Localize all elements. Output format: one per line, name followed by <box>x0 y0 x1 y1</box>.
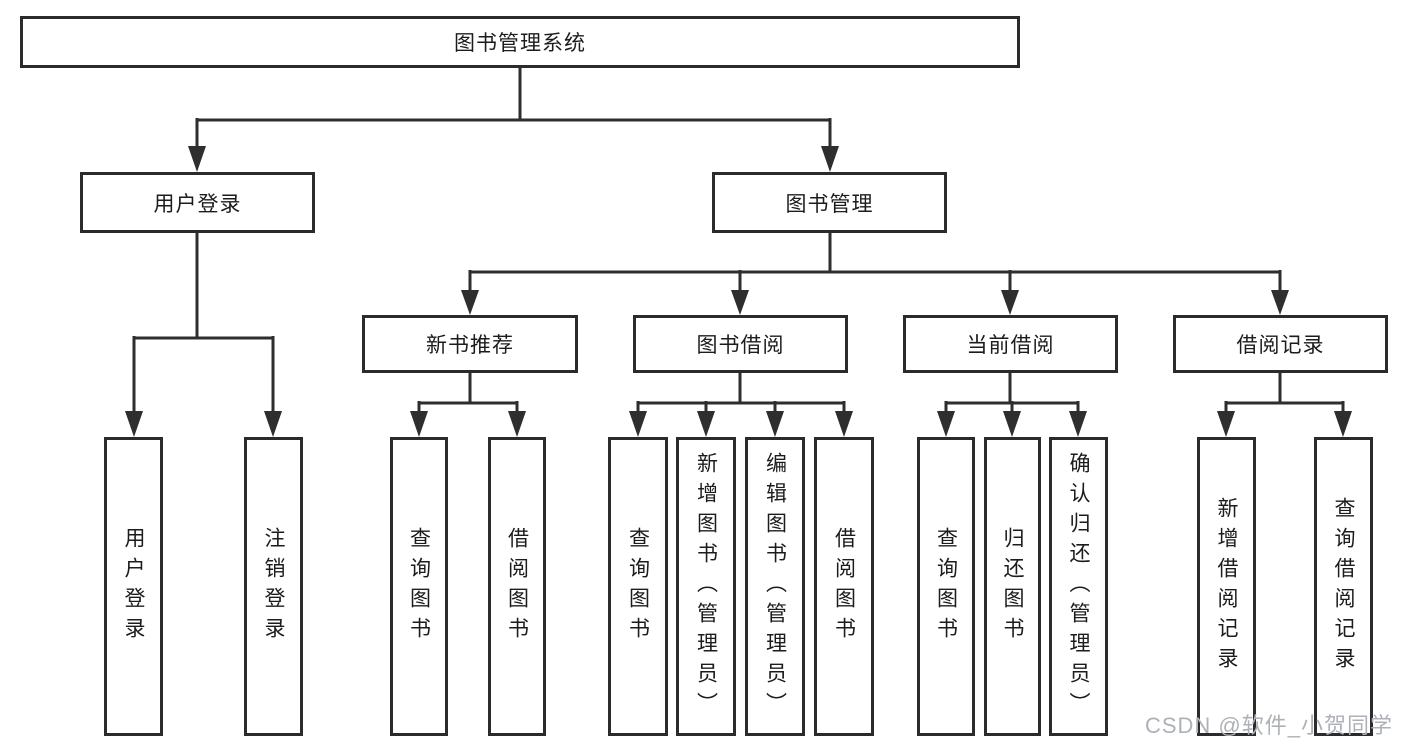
node-borrow-record: 借阅记录 <box>1173 315 1388 373</box>
arrow-down-icon <box>1217 411 1235 437</box>
connector-current-borrow-subtree <box>944 373 1080 412</box>
arrow-down-icon <box>835 411 853 437</box>
leaf-label: 新增图书（管理员） <box>694 451 718 722</box>
leaf-query-book-borrow: 查询图书 <box>608 437 668 736</box>
leaf-borrow-book-recommend: 借阅图书 <box>488 437 546 736</box>
arrow-down-icon <box>264 411 282 437</box>
arrow-down-icon <box>1003 411 1021 437</box>
leaf-user-login: 用户登录 <box>104 437 163 736</box>
leaf-label: 用户登录 <box>122 526 145 647</box>
leaf-label: 编辑图书（管理员） <box>763 451 787 722</box>
arrowheads-new-book <box>410 411 526 437</box>
arrow-down-icon <box>731 290 749 315</box>
arrowheads-level1 <box>188 146 839 172</box>
connector-new-book-subtree <box>417 373 519 412</box>
node-borrow-record-label: 借阅记录 <box>1236 334 1325 357</box>
arrow-down-icon <box>125 411 143 437</box>
leaf-query-borrow-record: 查询借阅记录 <box>1314 437 1373 736</box>
leaf-logout: 注销登录 <box>244 437 303 736</box>
arrow-down-icon <box>188 146 206 172</box>
arrowheads-current-borrow <box>937 411 1087 437</box>
connector-book-borrow-subtree <box>636 373 846 412</box>
leaf-label: 确认归还（管理员） <box>1067 451 1090 722</box>
leaf-query-book-recommend: 查询图书 <box>390 437 448 736</box>
node-user-login-label: 用户登录 <box>153 192 242 216</box>
node-current-borrow-label: 当前借阅 <box>966 334 1055 357</box>
leaf-label: 归还图书 <box>1001 526 1024 647</box>
leaf-confirm-return-admin: 确认归还（管理员） <box>1049 437 1108 736</box>
arrow-down-icon <box>937 411 955 437</box>
node-user-login: 用户登录 <box>80 172 315 233</box>
arrowheads-book-borrow <box>629 411 853 437</box>
node-book-borrow-label: 图书借阅 <box>696 334 785 357</box>
leaf-add-book-admin: 新增图书（管理员） <box>676 437 736 736</box>
leaf-label: 借阅图书 <box>505 526 529 647</box>
leaf-query-book-current: 查询图书 <box>917 437 975 736</box>
node-current-borrow: 当前借阅 <box>903 315 1118 373</box>
leaf-borrow-book: 借阅图书 <box>814 437 874 736</box>
leaf-return-book: 归还图书 <box>984 437 1041 736</box>
arrow-down-icon <box>629 411 647 437</box>
arrow-down-icon <box>410 411 428 437</box>
node-new-book-recommend: 新书推荐 <box>362 315 578 373</box>
leaf-label: 查询图书 <box>626 526 650 647</box>
arrowheads-level2 <box>461 290 1289 315</box>
leaf-label: 注销登录 <box>262 526 285 647</box>
leaf-label: 查询借阅记录 <box>1332 496 1355 677</box>
arrowheads-borrow-record <box>1217 411 1352 437</box>
connector-user-login-subtree <box>132 233 275 412</box>
arrow-down-icon <box>1334 411 1352 437</box>
node-new-book-recommend-label: 新书推荐 <box>426 334 514 357</box>
arrowheads-user-login <box>125 411 282 437</box>
arrow-down-icon <box>821 146 839 172</box>
node-book-borrow: 图书借阅 <box>633 315 848 373</box>
arrow-down-icon <box>508 411 526 437</box>
leaf-edit-book-admin: 编辑图书（管理员） <box>745 437 805 736</box>
arrow-down-icon <box>766 411 784 437</box>
arrow-down-icon <box>1271 290 1289 315</box>
node-book-management: 图书管理 <box>712 172 947 233</box>
arrow-down-icon <box>1069 411 1087 437</box>
node-root: 图书管理系统 <box>20 16 1020 68</box>
leaf-label: 新增借阅记录 <box>1215 496 1238 677</box>
node-root-label: 图书管理系统 <box>454 32 586 55</box>
node-book-management-label: 图书管理 <box>785 192 874 216</box>
connector-root-to-level1 <box>195 68 832 147</box>
leaf-label: 查询图书 <box>934 526 958 647</box>
arrow-down-icon <box>1001 290 1019 315</box>
leaf-add-borrow-record: 新增借阅记录 <box>1197 437 1256 736</box>
watermark: CSDN @软件_小贺同学 <box>1144 713 1393 738</box>
connector-borrow-record-subtree <box>1224 373 1345 412</box>
arrow-down-icon <box>461 290 479 315</box>
leaf-label: 借阅图书 <box>832 526 856 647</box>
leaf-label: 查询图书 <box>407 526 431 647</box>
arrow-down-icon <box>697 411 715 437</box>
connector-book-management-to-level2 <box>468 233 1282 291</box>
